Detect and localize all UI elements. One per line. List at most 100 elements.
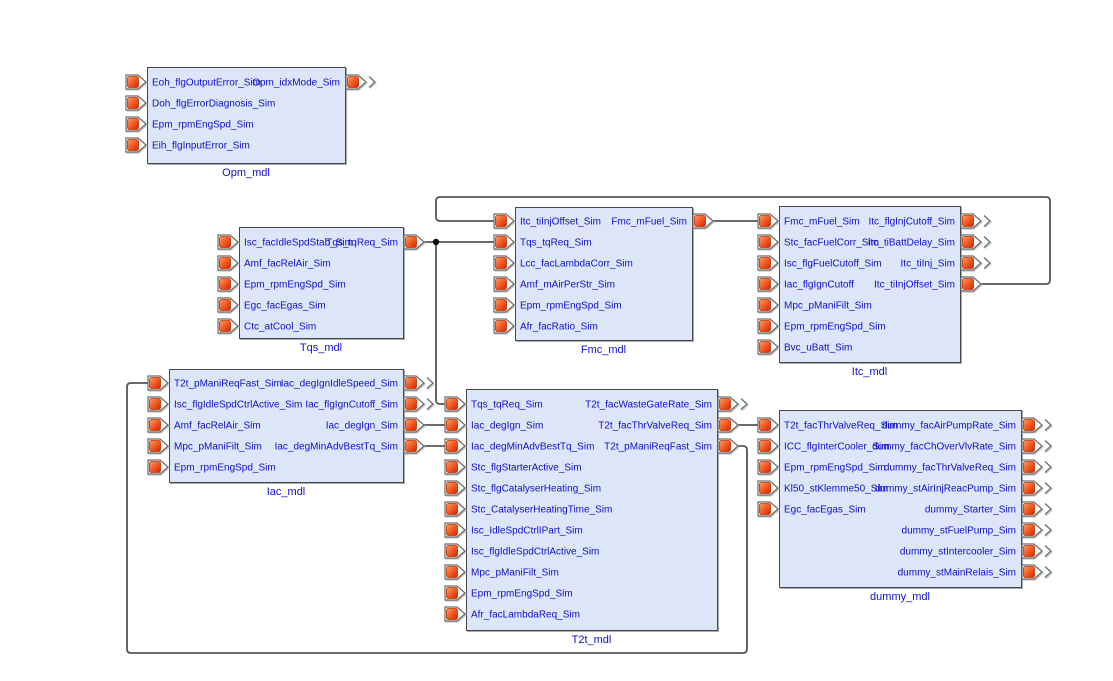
iac-input-port-5[interactable] [147, 459, 169, 475]
tqs-input-port-1[interactable] [217, 234, 239, 250]
port-square-icon [446, 524, 458, 536]
t2t-input-port-5[interactable] [444, 480, 466, 496]
iac-output-port-4[interactable] [403, 438, 425, 454]
fmc-input-port-5[interactable] [493, 297, 515, 313]
t2t-input-port-10[interactable] [444, 585, 466, 601]
dummy-output-port-4[interactable] [1021, 480, 1052, 496]
fmc-input-port-6[interactable] [493, 318, 515, 334]
t2t-input-port-9[interactable] [444, 564, 466, 580]
block-tqs-body[interactable] [239, 227, 404, 339]
itc-output-port-4[interactable] [960, 276, 982, 292]
tqs-input-port-2[interactable] [217, 255, 239, 271]
itc-input-port-2[interactable] [757, 234, 779, 250]
t2t-input-port-1[interactable] [444, 396, 466, 412]
opm-output-port-1[interactable] [345, 74, 376, 90]
t2t-input-port-7[interactable] [444, 522, 466, 538]
iac-input-port-2[interactable] [147, 396, 169, 412]
port-square-icon [405, 377, 417, 389]
t2t-input-port-4[interactable] [444, 459, 466, 475]
t2t-input-port-2[interactable] [444, 417, 466, 433]
port-square-icon [759, 278, 771, 290]
itc-output-port-2[interactable] [960, 234, 991, 250]
wire-t2t-pmanireqfast-feedback-to-iac[interactable] [126, 382, 748, 654]
fmc-input-port-2[interactable] [493, 234, 515, 250]
dummy-output-port-1[interactable] [1021, 417, 1052, 433]
iac-input-label-2: Isc_flgIdleSpdCtrlActive_Sim [174, 400, 302, 411]
blocks-layer: Eoh_flgOutputError_SimDoh_flgErrorDiagno… [125, 67, 1052, 647]
dummy-input-port-3[interactable] [757, 459, 779, 475]
opm-input-port-1[interactable] [125, 74, 147, 90]
port-square-icon [962, 236, 974, 248]
tqs-input-port-5[interactable] [217, 318, 239, 334]
iac-output-port-2[interactable] [403, 396, 434, 412]
iac-input-port-4[interactable] [147, 438, 169, 454]
unconnected-arrow-icon [426, 377, 434, 389]
block-itc[interactable]: Fmc_mFuel_SimStc_facFuelCorr_SimIsc_flgF… [757, 206, 991, 379]
dummy-output-port-5[interactable] [1021, 501, 1052, 517]
wire-itc-tiinjoffset-feedback-to-fmc[interactable] [435, 196, 1051, 285]
opm-output-label-1: Opm_idxMode_Sim [252, 78, 340, 89]
port-square-icon [446, 545, 458, 557]
block-iac[interactable]: T2t_pManiReqFast_SimIsc_flgIdleSpdCtrlAc… [147, 369, 434, 499]
fmc-output-port-1[interactable] [692, 213, 714, 229]
block-itc-body[interactable] [779, 206, 961, 363]
t2t-output-port-2[interactable] [717, 417, 739, 433]
block-fmc-body[interactable] [515, 207, 693, 341]
t2t-input-port-8[interactable] [444, 543, 466, 559]
t2t-output-port-1[interactable] [717, 396, 748, 412]
itc-output-label-3: Itc_tiInj_Sim [901, 259, 955, 270]
itc-input-port-7[interactable] [757, 339, 779, 355]
fmc-input-port-3[interactable] [493, 255, 515, 271]
unconnected-arrow-icon [1044, 461, 1052, 473]
dummy-output-port-6[interactable] [1021, 522, 1052, 538]
itc-input-port-4[interactable] [757, 276, 779, 292]
dummy-input-port-1[interactable] [757, 417, 779, 433]
block-opm-body[interactable] [147, 67, 346, 164]
t2t-output-port-3[interactable] [717, 438, 739, 454]
dummy-input-port-5[interactable] [757, 501, 779, 517]
iac-output-port-1[interactable] [403, 375, 434, 391]
itc-output-port-1[interactable] [960, 213, 991, 229]
iac-output-label-3: Iac_degIgn_Sim [326, 421, 398, 432]
fmc-input-port-4[interactable] [493, 276, 515, 292]
iac-input-port-3[interactable] [147, 417, 169, 433]
tqs-input-port-4[interactable] [217, 297, 239, 313]
block-iac-body[interactable] [169, 369, 404, 483]
block-dummy[interactable]: T2t_facThrValveReq_SimICC_flgInterCooler… [757, 410, 1052, 604]
port-square-icon [694, 215, 706, 227]
itc-input-label-2: Stc_facFuelCorr_Sim [784, 238, 879, 249]
port-square-icon [405, 398, 417, 410]
dummy-output-port-8[interactable] [1021, 564, 1052, 580]
iac-input-port-1[interactable] [147, 375, 169, 391]
block-tqs[interactable]: Isc_facIdleSpdStab_SimAmf_facRelAir_SimE… [217, 227, 425, 355]
tqs-output-port-1[interactable] [403, 234, 425, 250]
itc-input-port-5[interactable] [757, 297, 779, 313]
unconnected-arrow-icon [1044, 566, 1052, 578]
opm-input-port-2[interactable] [125, 95, 147, 111]
dummy-output-port-7[interactable] [1021, 543, 1052, 559]
block-fmc[interactable]: Itc_tiInjOffset_SimTqs_tqReq_SimLcc_facL… [493, 207, 714, 357]
block-t2t-body[interactable] [466, 389, 718, 631]
block-dummy-body[interactable] [779, 410, 1022, 588]
block-opm[interactable]: Eoh_flgOutputError_SimDoh_flgErrorDiagno… [125, 67, 376, 180]
itc-output-port-3[interactable] [960, 255, 991, 271]
opm-input-port-4[interactable] [125, 137, 147, 153]
t2t-input-port-6[interactable] [444, 501, 466, 517]
iac-output-port-3[interactable] [403, 417, 425, 433]
dummy-output-port-3[interactable] [1021, 459, 1052, 475]
iac-input-label-1: T2t_pManiReqFast_Sim [174, 379, 282, 390]
dummy-input-port-4[interactable] [757, 480, 779, 496]
t2t-input-port-3[interactable] [444, 438, 466, 454]
wire-tqs-branch-to-t2t-tqsreq[interactable] [435, 242, 445, 405]
dummy-output-port-2[interactable] [1021, 438, 1052, 454]
itc-input-port-6[interactable] [757, 318, 779, 334]
itc-input-port-1[interactable] [757, 213, 779, 229]
tqs-input-port-3[interactable] [217, 276, 239, 292]
block-t2t[interactable]: Tqs_tqReq_SimIac_degIgn_SimIac_degMinAdv… [444, 389, 748, 647]
dummy-input-port-2[interactable] [757, 438, 779, 454]
port-square-icon [759, 440, 771, 452]
itc-input-port-3[interactable] [757, 255, 779, 271]
fmc-input-port-1[interactable] [493, 213, 515, 229]
opm-input-port-3[interactable] [125, 116, 147, 132]
t2t-input-port-11[interactable] [444, 606, 466, 622]
